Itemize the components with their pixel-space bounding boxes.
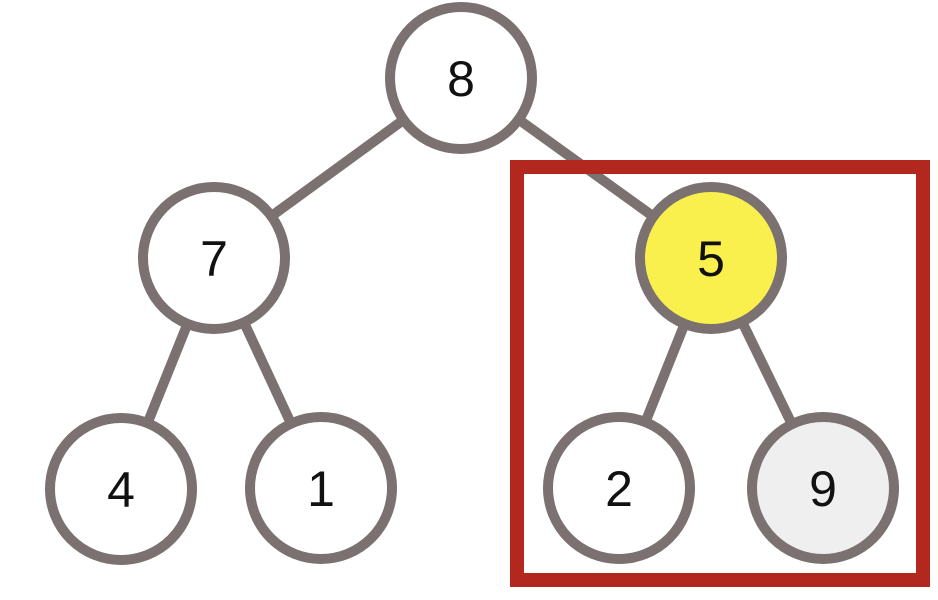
tree-node-label-1: 1 — [307, 461, 335, 517]
tree-node-1 — [245, 412, 397, 564]
tree-node-2 — [543, 412, 695, 564]
tree-node-4 — [45, 413, 197, 565]
tree-node-label-8: 8 — [447, 51, 475, 107]
tree-node-label-2: 2 — [605, 461, 633, 517]
tree-node-label-4: 4 — [107, 462, 135, 518]
highlight-box — [510, 160, 930, 587]
tree-node-7 — [138, 182, 290, 334]
tree-node-label-5: 5 — [697, 231, 725, 287]
tree-node-label-9: 9 — [809, 461, 837, 517]
tree-node-5 — [635, 182, 787, 334]
tree-node-8 — [385, 2, 537, 154]
tree-node-label-7: 7 — [200, 231, 228, 287]
tree-node-9 — [747, 412, 899, 564]
